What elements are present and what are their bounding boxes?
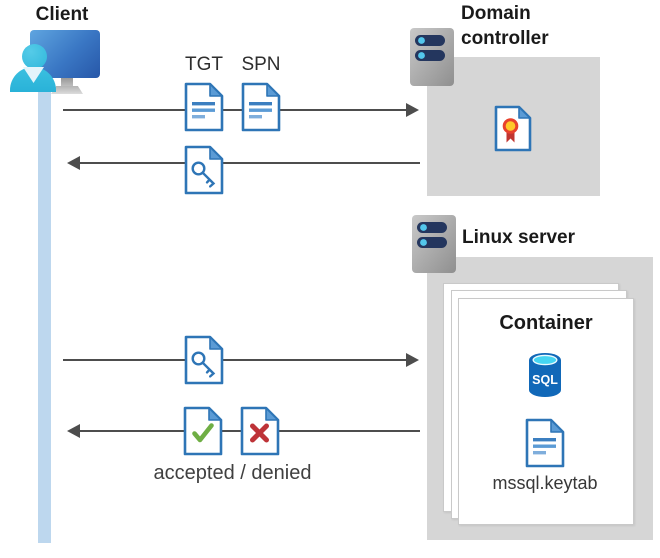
container-card: Container: [458, 298, 634, 525]
keytab-filename: mssql.keytab: [492, 473, 598, 493]
arrow-request-tgt-head: [406, 103, 419, 117]
result-label: accepted / denied: [153, 462, 312, 484]
denied-document-icon: [240, 406, 280, 456]
keytab-document-icon: [525, 418, 565, 468]
user-icon: [22, 44, 47, 69]
spn-label: SPN: [241, 54, 281, 75]
sql-database-icon: SQL: [529, 353, 561, 397]
client-lifeline: [38, 88, 51, 543]
session-key-document-icon: [184, 145, 224, 195]
arrow-result-head: [67, 424, 80, 438]
linux-server-icon: [412, 215, 456, 273]
arrow-return-key-line: [80, 162, 420, 164]
sql-badge-text: SQL: [532, 373, 558, 387]
client-monitor-base: [51, 86, 83, 94]
domain-controller-title: Domain controller: [461, 3, 549, 49]
client-label: Client: [35, 4, 89, 25]
container-title: Container: [499, 312, 593, 334]
arrow-send-key-line: [63, 359, 406, 361]
arrow-request-tgt-line: [63, 109, 406, 111]
key-document-icon: [184, 335, 224, 385]
accepted-document-icon: [183, 406, 223, 456]
arrow-send-key-head: [406, 353, 419, 367]
linux-server-title: Linux server: [462, 227, 575, 248]
tgt-label: TGT: [185, 54, 223, 75]
spn-document-icon: [241, 82, 281, 132]
certificate-icon: [494, 105, 532, 152]
tgt-document-icon: [184, 82, 224, 132]
arrow-return-key-head: [67, 156, 80, 170]
client-monitor-stand: [61, 76, 73, 88]
domain-controller-server-icon: [410, 28, 454, 86]
